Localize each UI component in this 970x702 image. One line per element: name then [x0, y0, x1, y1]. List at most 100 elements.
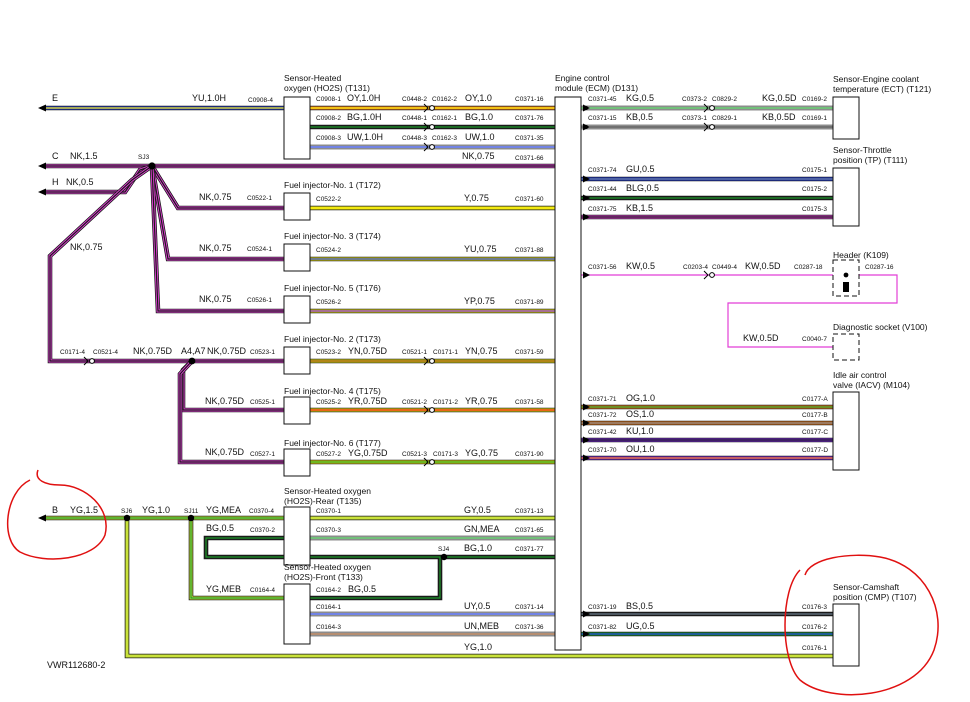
pin-c0177_a: C0177-A [802, 396, 828, 403]
inline-c0521-1 [423, 356, 435, 366]
wire-i6-a: YG,0.75D [348, 448, 388, 458]
comp-ect-line: temperature (ECT) (T121) [833, 84, 931, 94]
wire-kw05d: KW,0.5D [745, 261, 781, 271]
wire-tp-gu-lbl: GU,0.5 [626, 164, 655, 174]
wire-un-meb-lbl: UN,MEB [464, 621, 499, 631]
comp-iacv-line: Idle air control [833, 370, 886, 380]
inline-c0203-4 [703, 270, 715, 280]
inline-c0448-1 [423, 122, 435, 132]
wire-sj3-left-stripe [49, 165, 284, 362]
wire-yg-meb [188, 518, 284, 601]
wire-b-left: YG,1.5 [70, 505, 98, 515]
box-tp [832, 167, 860, 227]
pin-c0040-7: C0040-7 [802, 336, 827, 343]
box-cmp [832, 603, 860, 667]
pin-c0287-16: C0287-16 [865, 264, 894, 271]
wire-cmp-bs-lbl: BS,0.5 [626, 601, 653, 611]
inline-c0521-1-left [423, 356, 429, 366]
pin-c0175-3: C0175-3 [802, 206, 827, 213]
wire-bg10-lbl: BG,1.0 [464, 543, 492, 553]
wire-ect-kb05: KB,0.5 [626, 112, 653, 122]
arr-tp-kb [583, 213, 590, 221]
comp-ecm-line: Engine control [555, 73, 609, 83]
inline-c0203-4-ring [709, 272, 715, 278]
pin-c0371-44: C0371-44 [588, 186, 617, 193]
wire-iac-ou-lbl: OU,1.0 [626, 444, 655, 454]
splice-a4a7-dot [188, 357, 196, 365]
pin-c0164-2: C0164-2 [316, 587, 341, 594]
wire-nk075d-a4: NK,0.75D [207, 346, 247, 356]
pin-c0524_2: C0524-2 [316, 247, 341, 254]
wire-iac-og-lbl: OG,1.0 [626, 393, 655, 403]
pin-c0371-76: C0371-76 [515, 115, 544, 122]
pin-c0521-1: C0521-1 [402, 349, 427, 356]
pin-c0371-65: C0371-65 [515, 527, 544, 534]
pin-c0371_70: C0371-70 [588, 447, 617, 454]
wire-ho-bg1: BG,1.0H [347, 112, 382, 122]
pin-c0169-1: C0169-1 [802, 115, 827, 122]
inline-c0373-2 [703, 103, 715, 113]
wire-bg05-r-lbl: BG,0.5 [348, 584, 376, 594]
arr-tp-gu [583, 175, 590, 183]
pin-c0523-1: C0523-1 [250, 349, 275, 356]
inline-c0373-2-ring [709, 105, 715, 111]
pin-c0526_2: C0526-2 [316, 299, 341, 306]
wire-iac-os-lbl: OS,1.0 [626, 409, 654, 419]
wire-sj3-inj3-stripe [151, 165, 284, 260]
box-inj5 [283, 295, 311, 324]
arrow-e [38, 104, 46, 112]
inline-c0448-1-left [423, 122, 429, 132]
pin-c0370-2: C0370-2 [250, 527, 275, 534]
box-diag [832, 333, 860, 361]
box-ecm [554, 96, 582, 651]
pin-c0371_72: C0371-72 [588, 412, 617, 419]
splice-sj4: SJ4 [438, 546, 450, 553]
header-link [843, 282, 849, 292]
inline-c0521-2-ring [429, 407, 435, 413]
pin-c0177_b: C0177-B [802, 412, 828, 419]
arr-cmp-ug [583, 630, 590, 638]
box-ect [832, 96, 860, 140]
pin-c0371-13: C0371-13 [515, 508, 544, 515]
wire-ho-uw1: UW,1.0H [347, 132, 383, 142]
pin-c0175-1: C0175-1 [802, 167, 827, 174]
pin-c0371-77: C0371-77 [515, 546, 544, 553]
box-iacv [832, 391, 860, 471]
box-ho2s-rear [283, 506, 311, 566]
pin-c0525-1: C0525-1 [250, 399, 275, 406]
inline-c0521-3-left [423, 457, 429, 467]
pin-c0371_42: C0371-42 [588, 429, 617, 436]
pin-c0171-1: C0171-1 [433, 349, 458, 356]
arr-iac-og [583, 403, 590, 411]
inline-c0171-4 [83, 356, 95, 366]
wire-inj5-label: YP,0.75 [464, 296, 495, 306]
comp-iacv-line: valve (IACV) (M104) [833, 380, 910, 390]
inline-c0521-2 [423, 405, 435, 415]
pin-c0829-2: C0829-2 [712, 96, 737, 103]
pin-c0370-4: C0370-4 [249, 508, 274, 515]
box-inj3 [283, 243, 311, 272]
wire-ho-oy1: OY,1.0H [347, 93, 380, 103]
wire-sj3-inj1 [150, 164, 284, 211]
wire-yg-meb-stripe [190, 518, 284, 599]
wire-gy05-lbl: GY,0.5 [464, 505, 491, 515]
splice-sj11: SJ11 [184, 508, 199, 515]
pin-c0287-18: C0287-18 [794, 264, 823, 271]
box-inj6 [283, 448, 311, 477]
arr-iac-ou [583, 454, 590, 462]
pin-c0164-3: C0164-3 [316, 624, 341, 631]
splice-sj3 [148, 162, 156, 170]
pin-c0171-4: C0171-4 [60, 349, 85, 356]
wire-i6-in: NK,0.75D [205, 447, 245, 457]
wire-inj3-label: YU,0.75 [464, 244, 497, 254]
pin-c0525-2: C0525-2 [316, 399, 341, 406]
arr-tp-blg [583, 194, 590, 202]
pin-c0908-1: C0908-1 [316, 96, 341, 103]
conn-e: E [52, 93, 58, 103]
pin-c0370-3: C0370-3 [316, 527, 341, 534]
comp-cmp-line: position (CMP) (T107) [833, 592, 917, 602]
pin-c0373-2: C0373-2 [682, 96, 707, 103]
pin-c0171-3: C0171-3 [433, 451, 458, 458]
pin-c0371-35: C0371-35 [515, 135, 544, 142]
